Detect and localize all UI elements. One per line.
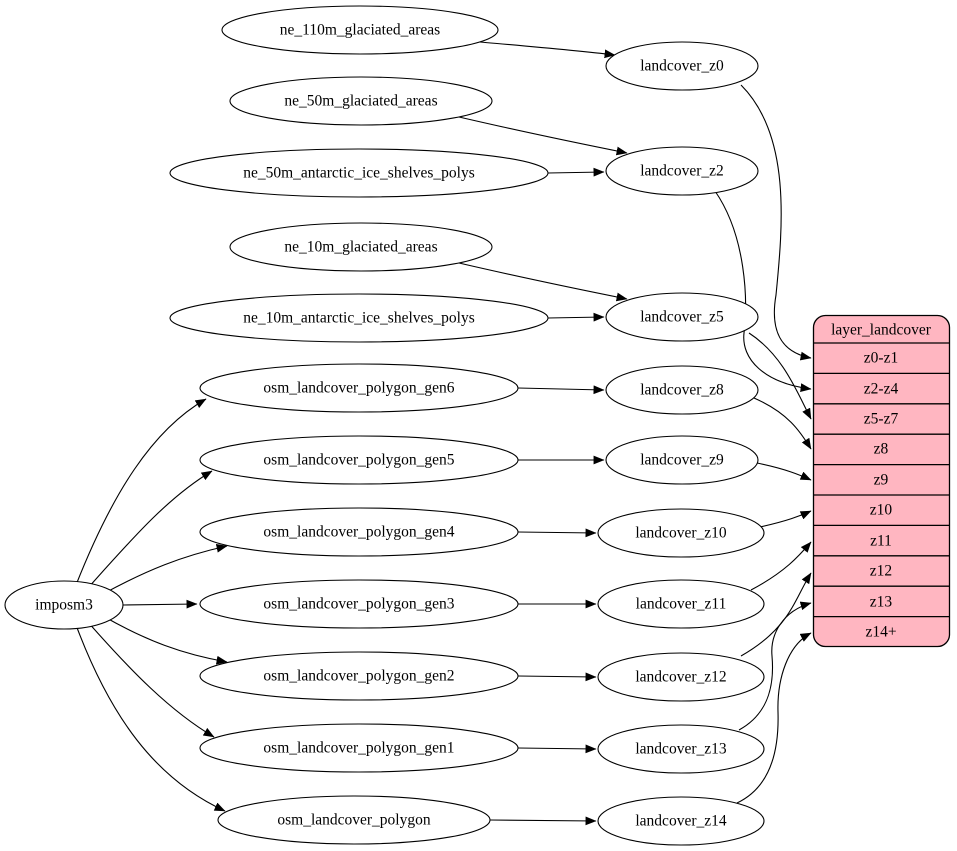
edge-ne_10m_antarctic_ice_shelves_polys-landcover_z5: [547, 312, 605, 322]
node-label: landcover_z9: [640, 452, 724, 469]
table-row-z12: z12: [870, 563, 892, 580]
node-label: ne_10m_antarctic_ice_shelves_polys: [243, 310, 475, 327]
table-row-separators: [813, 342, 950, 618]
edge-imposm3-osm_landcover_polygon_gen2: [102, 615, 228, 665]
edge-osm_landcover_polygon_gen6-landcover_z8: [517, 385, 605, 395]
node-label: osm_landcover_polygon: [277, 812, 431, 829]
edge-imposm3-osm_landcover_polygon_gen6: [75, 398, 207, 586]
edge-landcover_z11-row_z11: [750, 541, 812, 591]
node-ne-10m-glaciated-areas: ne_10m_glaciated_areas: [229, 222, 493, 272]
node-label: osm_landcover_polygon_gen3: [263, 596, 454, 613]
node-label: osm_landcover_polygon_gen6: [263, 380, 454, 397]
node-osm-landcover-polygon-gen6: osm_landcover_polygon_gen6: [199, 363, 519, 413]
edge-ne_110m_glaciated_areas-landcover_z0: [479, 41, 616, 59]
node-osm-landcover-polygon-gen3: osm_landcover_polygon_gen3: [199, 579, 519, 629]
table-background: [812, 314, 951, 648]
node-label: ne_50m_glaciated_areas: [284, 93, 437, 110]
edge-osm_landcover_polygon_gen4-landcover_z10: [517, 528, 597, 538]
node-landcover-z12: landcover_z12: [597, 652, 765, 702]
node-landcover-z14: landcover_z14: [597, 796, 765, 846]
table-row-z13: z13: [870, 594, 893, 611]
node-osm-landcover-polygon-gen5: osm_landcover_polygon_gen5: [199, 435, 519, 485]
edge-landcover_z10-row_z10: [759, 510, 812, 528]
node-landcover-z5: landcover_z5: [605, 292, 759, 342]
table-row-z14plus: z14+: [865, 624, 896, 641]
table-row-z11: z11: [870, 533, 892, 550]
edge-ne_50m_glaciated_areas-landcover_z2: [458, 116, 628, 156]
node-landcover-z10: landcover_z10: [597, 508, 765, 558]
node-label: ne_10m_glaciated_areas: [284, 239, 437, 256]
table-row-z8: z8: [874, 441, 889, 458]
layer-landcover-table: layer_landcover z0-z1 z2-z4 z5-z7 z8 z9 …: [812, 314, 951, 648]
node-label: osm_landcover_polygon_gen1: [263, 740, 454, 757]
edge-landcover_z0-row_z0-z1: [740, 84, 812, 361]
node-osm-landcover-polygon-gen4: osm_landcover_polygon_gen4: [199, 507, 519, 557]
table-row-z5-z7: z5-z7: [864, 411, 899, 428]
node-label: landcover_z0: [640, 58, 724, 75]
edge-imposm3-osm_landcover_polygon_gen3: [122, 599, 198, 609]
edge-landcover_z9-row_z9: [756, 462, 812, 481]
edge-landcover_z2-row_z2-z4: [714, 190, 812, 393]
node-osm-landcover-polygon-gen1: osm_landcover_polygon_gen1: [199, 723, 519, 773]
table-row-z2-z4: z2-z4: [864, 381, 899, 398]
node-landcover-z11: landcover_z11: [597, 579, 765, 629]
edge-imposm3-osm_landcover_polygon_gen5: [86, 470, 213, 590]
node-label: landcover_z5: [640, 309, 724, 326]
node-label: osm_landcover_polygon_gen4: [263, 524, 454, 541]
node-osm-landcover-polygon-gen2: osm_landcover_polygon_gen2: [199, 651, 519, 701]
edge-imposm3-osm_landcover_polygon_gen4: [102, 543, 228, 595]
table-row-z10: z10: [870, 502, 893, 519]
edge-landcover_z5-row_z5-z7: [748, 332, 812, 420]
edge-ne_10m_glaciated_areas-landcover_z5: [458, 262, 628, 302]
node-landcover-z9: landcover_z9: [605, 435, 759, 485]
node-label: landcover_z11: [636, 596, 727, 613]
edge-osm_landcover_polygon_gen1-landcover_z13: [517, 744, 597, 754]
table-title: layer_landcover: [831, 322, 932, 339]
node-label: landcover_z13: [635, 741, 726, 758]
edges-layer: [75, 41, 812, 826]
edge-landcover_z14-row_z14plus: [736, 632, 812, 804]
node-label: landcover_z12: [635, 669, 726, 686]
node-ne-50m-antarctic-ice-shelves-polys: ne_50m_antarctic_ice_shelves_polys: [169, 148, 549, 198]
node-landcover-z0: landcover_z0: [605, 41, 759, 91]
node-label: imposm3: [35, 597, 93, 614]
node-ne-50m-glaciated-areas: ne_50m_glaciated_areas: [229, 76, 493, 126]
node-label: osm_landcover_polygon_gen2: [263, 668, 454, 685]
nodes-layer: ne_110m_glaciated_areas ne_50m_glaciated…: [4, 5, 765, 846]
node-imposm3: imposm3: [4, 580, 124, 630]
edge-osm_landcover_polygon-landcover_z14: [489, 816, 597, 826]
node-label: landcover_z2: [640, 163, 724, 180]
node-landcover-z13: landcover_z13: [597, 724, 765, 774]
node-label: ne_50m_antarctic_ice_shelves_polys: [243, 165, 475, 182]
edge-imposm3-osm_landcover_polygon_gen1: [86, 620, 215, 738]
table-row-z0-z1: z0-z1: [864, 350, 898, 367]
node-ne-110m-glaciated-areas: ne_110m_glaciated_areas: [221, 5, 499, 55]
edge-landcover_z12-row_z12: [740, 572, 812, 657]
node-ne-10m-antarctic-ice-shelves-polys: ne_10m_antarctic_ice_shelves_polys: [169, 293, 549, 343]
node-landcover-z2: landcover_z2: [605, 146, 759, 196]
node-label: landcover_z8: [640, 382, 724, 399]
node-label: landcover_z10: [635, 525, 726, 542]
edge-landcover_z8-row_z8: [753, 397, 812, 450]
node-osm-landcover-polygon: osm_landcover_polygon: [217, 795, 491, 845]
node-label: ne_110m_glaciated_areas: [280, 22, 440, 39]
edge-ne_50m_antarctic_ice_shelves_polys-landcover_z2: [547, 167, 605, 177]
node-label: osm_landcover_polygon_gen5: [263, 452, 454, 469]
node-label: landcover_z14: [635, 813, 726, 830]
edge-imposm3-osm_landcover_polygon: [75, 624, 226, 812]
node-landcover-z8: landcover_z8: [605, 365, 759, 415]
edge-osm_landcover_polygon_gen2-landcover_z12: [517, 672, 597, 682]
table-row-z9: z9: [874, 472, 889, 489]
edge-landcover_z13-row_z13: [738, 601, 812, 731]
